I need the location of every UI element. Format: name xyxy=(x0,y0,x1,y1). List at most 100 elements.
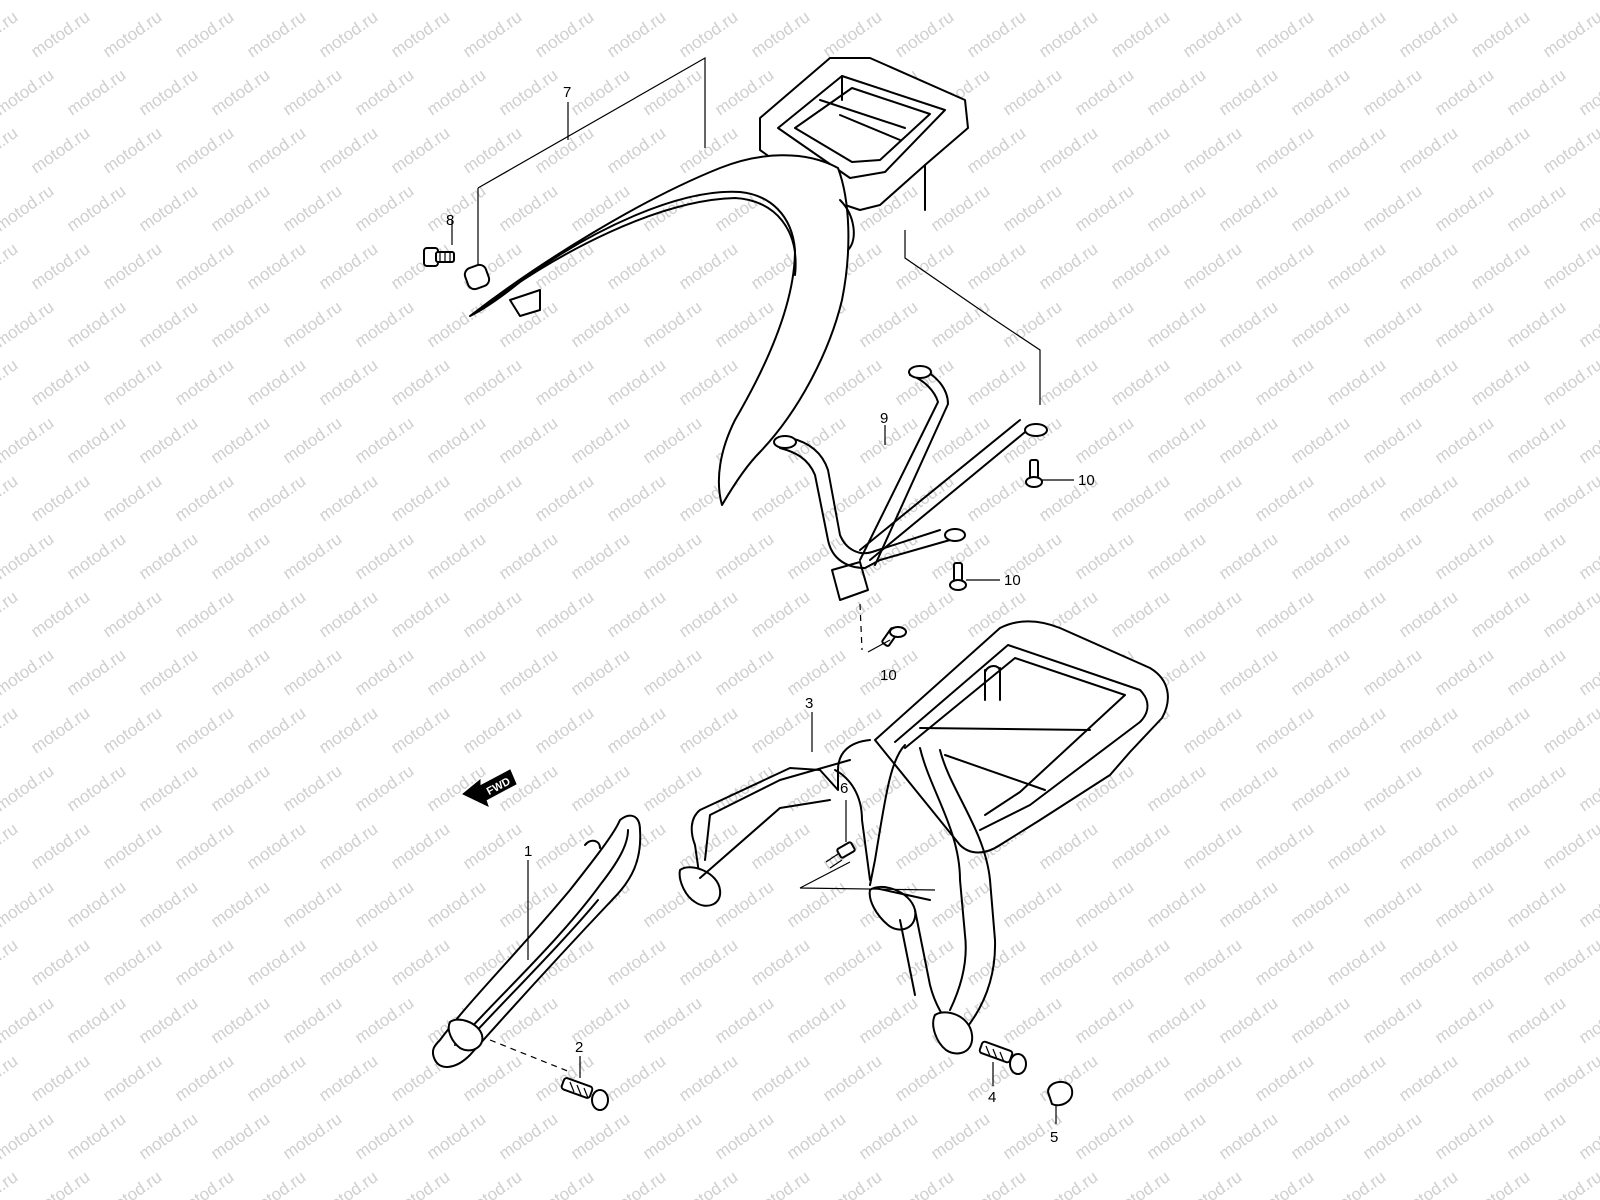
watermark-text: motod.ru xyxy=(783,529,849,583)
watermark-text: motod.ru xyxy=(963,123,1029,177)
watermark-text: motod.ru xyxy=(1503,413,1569,467)
watermark-text: motod.ru xyxy=(567,1109,633,1163)
watermark-text: motod.ru xyxy=(387,123,453,177)
watermark-text: motod.ru xyxy=(0,1167,21,1200)
watermark-text: motod.ru xyxy=(675,935,741,989)
watermark-text: motod.ru xyxy=(459,471,525,525)
watermark-text: motod.ru xyxy=(891,239,957,293)
watermark-text: motod.ru xyxy=(1215,877,1281,931)
watermark-text: motod.ru xyxy=(1143,877,1209,931)
watermark-text: motod.ru xyxy=(891,7,957,61)
watermark-text: motod.ru xyxy=(819,1167,885,1200)
watermark-text: motod.ru xyxy=(351,877,417,931)
watermark-text: motod.ru xyxy=(1035,1167,1101,1200)
watermark-text: motod.ru xyxy=(1431,761,1497,815)
watermark-text: motod.ru xyxy=(387,1167,453,1200)
watermark-text: motod.ru xyxy=(639,993,705,1047)
watermark-text: motod.ru xyxy=(243,1051,309,1105)
watermark-text: motod.ru xyxy=(207,529,273,583)
watermark-text: motod.ru xyxy=(351,993,417,1047)
bolt-10-upper xyxy=(1025,459,1074,488)
watermark-text: motod.ru xyxy=(747,1051,813,1105)
watermark-text: motod.ru xyxy=(639,529,705,583)
watermark-text: motod.ru xyxy=(63,529,129,583)
watermark-text: motod.ru xyxy=(531,7,597,61)
part-3-carrier xyxy=(678,620,1169,1055)
watermark-text: motod.ru xyxy=(495,65,561,119)
watermark-text: motod.ru xyxy=(1431,0,1497,3)
watermark-text: motod.ru xyxy=(1143,761,1209,815)
watermark-text: motod.ru xyxy=(1575,65,1600,119)
watermark-text: motod.ru xyxy=(207,877,273,931)
watermark-text: motod.ru xyxy=(1431,1109,1497,1163)
watermark-text: motod.ru xyxy=(999,0,1065,3)
watermark-text: motod.ru xyxy=(0,0,57,3)
watermark-text: motod.ru xyxy=(1503,297,1569,351)
watermark-text: motod.ru xyxy=(567,413,633,467)
watermark-text: motod.ru xyxy=(1323,7,1389,61)
watermark-text: motod.ru xyxy=(495,1109,561,1163)
watermark-text: motod.ru xyxy=(423,645,489,699)
watermark-text: motod.ru xyxy=(567,0,633,3)
watermark-text: motod.ru xyxy=(0,239,21,293)
watermark-text: motod.ru xyxy=(315,239,381,293)
watermark-text: motod.ru xyxy=(423,529,489,583)
watermark-text: motod.ru xyxy=(1539,703,1600,757)
watermark-text: motod.ru xyxy=(171,1167,237,1200)
watermark-text: motod.ru xyxy=(99,123,165,177)
watermark-text: motod.ru xyxy=(0,703,21,757)
watermark-text: motod.ru xyxy=(1143,1109,1209,1163)
watermark-text: motod.ru xyxy=(243,7,309,61)
watermark-text: motod.ru xyxy=(0,645,57,699)
watermark-text: motod.ru xyxy=(315,819,381,873)
watermark-text: motod.ru xyxy=(1251,935,1317,989)
watermark-text: motod.ru xyxy=(459,7,525,61)
callout-1: 1 xyxy=(524,843,532,860)
watermark-text: motod.ru xyxy=(459,355,525,409)
leader-1-2 xyxy=(489,1039,571,1073)
watermark-text: motod.ru xyxy=(1071,1109,1137,1163)
watermark-text: motod.ru xyxy=(1287,413,1353,467)
watermark-text: motod.ru xyxy=(279,65,345,119)
watermark-text: motod.ru xyxy=(459,587,525,641)
bolt-4 xyxy=(978,1040,1027,1086)
watermark-text: motod.ru xyxy=(1395,587,1461,641)
watermark-text: motod.ru xyxy=(99,1051,165,1105)
watermark-text: motod.ru xyxy=(315,471,381,525)
watermark-text: motod.ru xyxy=(1287,297,1353,351)
watermark-text: motod.ru xyxy=(1251,703,1317,757)
watermark-text: motod.ru xyxy=(279,0,345,3)
watermark-text: motod.ru xyxy=(963,471,1029,525)
watermark-text: motod.ru xyxy=(1179,1051,1245,1105)
watermark-text: motod.ru xyxy=(1359,877,1425,931)
watermark-text: motod.ru xyxy=(1215,181,1281,235)
watermark-text: motod.ru xyxy=(1395,355,1461,409)
callout-7: 7 xyxy=(563,84,571,101)
watermark-text: motod.ru xyxy=(1107,1051,1173,1105)
watermark-text: motod.ru xyxy=(1071,877,1137,931)
watermark-text: motod.ru xyxy=(1035,123,1101,177)
watermark-text: motod.ru xyxy=(387,7,453,61)
watermark-text: motod.ru xyxy=(1215,993,1281,1047)
watermark-text: motod.ru xyxy=(207,181,273,235)
watermark-text: motod.ru xyxy=(1395,7,1461,61)
watermark-text: motod.ru xyxy=(1251,471,1317,525)
watermark-text: motod.ru xyxy=(1323,239,1389,293)
watermark-text: motod.ru xyxy=(351,529,417,583)
watermark-text: motod.ru xyxy=(27,1167,93,1200)
watermark-text: motod.ru xyxy=(603,587,669,641)
watermark-text: motod.ru xyxy=(855,993,921,1047)
watermark-text: motod.ru xyxy=(1287,877,1353,931)
watermark-text: motod.ru xyxy=(747,587,813,641)
watermark-text: motod.ru xyxy=(63,65,129,119)
watermark-text: motod.ru xyxy=(171,587,237,641)
watermark-text: motod.ru xyxy=(135,529,201,583)
watermark-text: motod.ru xyxy=(1467,1167,1533,1200)
watermark-text: motod.ru xyxy=(783,0,849,3)
watermark-text: motod.ru xyxy=(999,993,1065,1047)
bolt-2 xyxy=(560,1056,609,1111)
callout-5: 5 xyxy=(1050,1129,1058,1146)
watermark-text: motod.ru xyxy=(1035,239,1101,293)
watermark-text: motod.ru xyxy=(171,239,237,293)
watermark-text: motod.ru xyxy=(27,123,93,177)
